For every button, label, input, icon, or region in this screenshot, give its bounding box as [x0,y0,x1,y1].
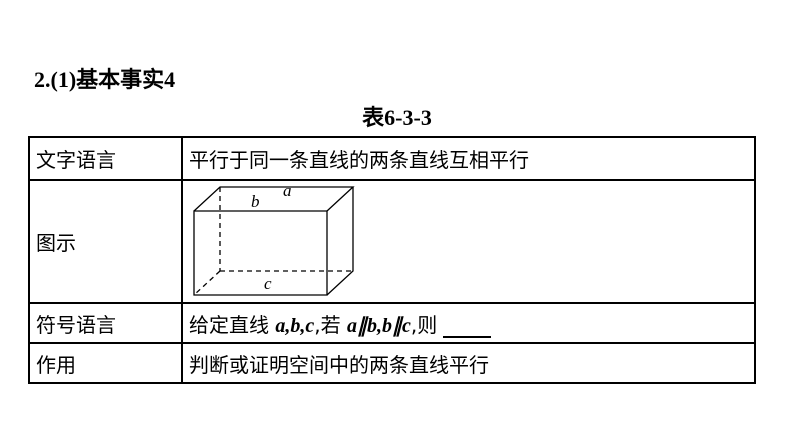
edge-label-b: b [251,192,260,211]
symbol-separator: , [376,314,382,337]
row-content-symbol-language: 给定直线 a,b,c,若 a∥b,b∥c,则 [181,302,756,344]
row-content-text-language: 平行于同一条直线的两条直线互相平行 [181,136,756,181]
symbol-suffix: ,则 [410,312,438,337]
table-row: 符号语言 给定直线 a,b,c,若 a∥b,b∥c,则 [28,302,756,344]
symbol-vars: a,b,c [275,314,315,337]
row-label-figure: 图示 [28,179,183,304]
symbol-mid: ,若 [314,312,347,337]
row-label-usage: 作用 [28,342,183,384]
row-content-usage: 判断或证明空间中的两条直线平行 [181,342,756,384]
cuboid-front-face [193,209,328,296]
row-label-text-language: 文字语言 [28,136,183,181]
fact-table: 文字语言 平行于同一条直线的两条直线互相平行 图示 [28,136,756,384]
cuboid-right-face [326,186,354,295]
table-row: 图示 b a c [28,179,756,304]
section-heading: 2.(1)基本事实4 [34,67,176,92]
edge-label-a: a [283,182,292,200]
edge-label-c: c [264,274,272,293]
cuboid-top-face [193,185,355,211]
table-caption: 表6-3-3 [362,105,432,130]
cuboid-hidden-edges [193,186,353,295]
answer-blank[interactable] [443,316,492,338]
row-label-symbol-language: 符号语言 [28,302,183,344]
symbol-relation-1: a∥b [346,314,377,337]
table-row: 文字语言 平行于同一条直线的两条直线互相平行 [28,136,756,181]
table-row: 作用 判断或证明空间中的两条直线平行 [28,342,756,384]
cuboid-figure: b a c [193,181,355,296]
row-content-figure: b a c [181,179,756,304]
symbol-relation-2: b∥c [381,314,411,337]
symbol-prefix: 给定直线 [189,312,276,337]
